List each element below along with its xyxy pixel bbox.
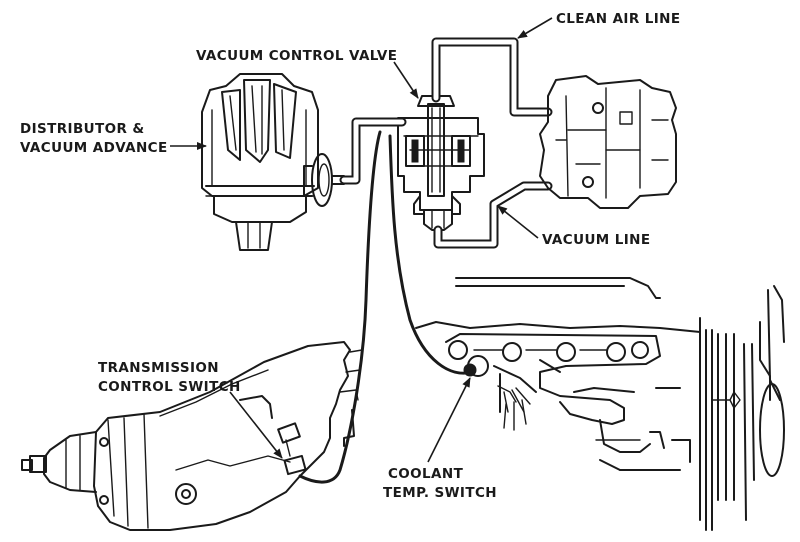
clean-air-line-tube: [431, 37, 553, 117]
label-coolant-temp-switch: COOLANT TEMP. SWITCH: [383, 377, 497, 501]
label-vacuum-control-valve: VACUUM CONTROL VALVE: [196, 48, 419, 99]
clean-air-line-label: CLEAN AIR LINE: [556, 11, 681, 27]
vacuum-control-valve-label: VACUUM CONTROL VALVE: [196, 48, 397, 64]
label-distributor: DISTRIBUTOR & VACUUM ADVANCE: [20, 121, 207, 156]
vacuum-line-tube: [433, 181, 553, 249]
coolant-label-line2: TEMP. SWITCH: [383, 485, 497, 501]
label-vacuum-line: VACUUM LINE: [497, 205, 651, 248]
distributor-label-line2: VACUUM ADVANCE: [20, 140, 168, 156]
vacuum-line-label: VACUUM LINE: [542, 232, 651, 248]
distributor-label-line1: DISTRIBUTOR &: [20, 121, 145, 137]
transmission-label-line2: CONTROL SWITCH: [98, 379, 241, 395]
switch-hoses: [298, 130, 474, 484]
distributor: [201, 73, 345, 251]
label-transmission-control-switch: TRANSMISSION CONTROL SWITCH: [98, 360, 283, 459]
vacuum-control-valve: [397, 95, 485, 231]
carburetor: [539, 75, 677, 209]
fan-radiator: [699, 285, 785, 531]
engine-manifold: [415, 277, 701, 471]
transmission-label-line1: TRANSMISSION: [98, 360, 219, 376]
label-clean-air-line: CLEAN AIR LINE: [517, 11, 681, 39]
coolant-label-line1: COOLANT: [388, 466, 464, 482]
distributor-vacuum-tube: [339, 117, 407, 185]
